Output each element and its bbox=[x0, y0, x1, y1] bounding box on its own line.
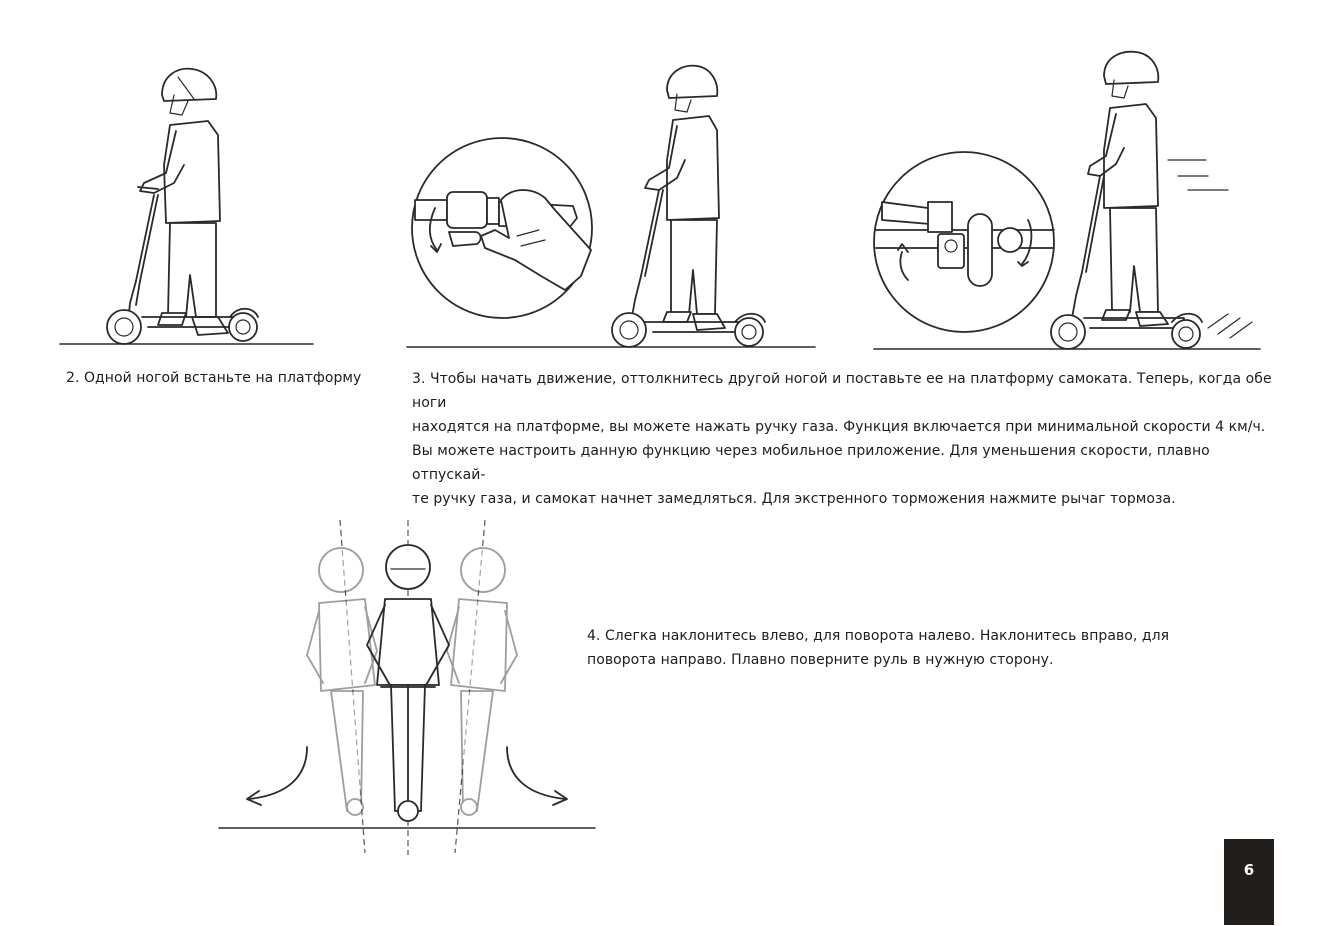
step-3-line: находятся на платформе, вы можете нажать… bbox=[412, 419, 1266, 435]
page-number: 6 bbox=[1243, 861, 1255, 879]
figure-step-3-brake bbox=[868, 50, 1268, 354]
step-3-line: Вы можете настроить данную функцию через… bbox=[412, 443, 1210, 483]
step-4-line: поворота направо. Плавно поверните руль … bbox=[587, 652, 1054, 668]
step-2-caption: 2. Одной ногой встаньте на платформу bbox=[66, 366, 366, 390]
turn-right-arrow-icon bbox=[506, 746, 566, 800]
figure-step-4-turning bbox=[215, 515, 600, 860]
step-3-line: те ручку газа, и самокат начнет замедлят… bbox=[412, 491, 1176, 507]
step-4-line: 4. Слегка наклонитесь влево, для поворот… bbox=[587, 628, 1170, 644]
step-2-text: 2. Одной ногой встаньте на платформу bbox=[66, 370, 362, 386]
page-number-badge: 6 bbox=[1224, 839, 1274, 925]
figure-step-3-throttle bbox=[405, 60, 820, 355]
step-3-line: 3. Чтобы начать движение, оттолкнитесь д… bbox=[412, 371, 1272, 411]
figure-step-2-rider bbox=[58, 55, 328, 355]
step-3-caption: 3. Чтобы начать движение, оттолкнитесь д… bbox=[412, 367, 1282, 511]
turn-left-arrow-icon bbox=[248, 746, 308, 800]
throttle-hand-icon bbox=[414, 189, 592, 291]
step-4-caption: 4. Слегка наклонитесь влево, для поворот… bbox=[587, 624, 1187, 672]
brake-lever-icon bbox=[875, 201, 1055, 287]
